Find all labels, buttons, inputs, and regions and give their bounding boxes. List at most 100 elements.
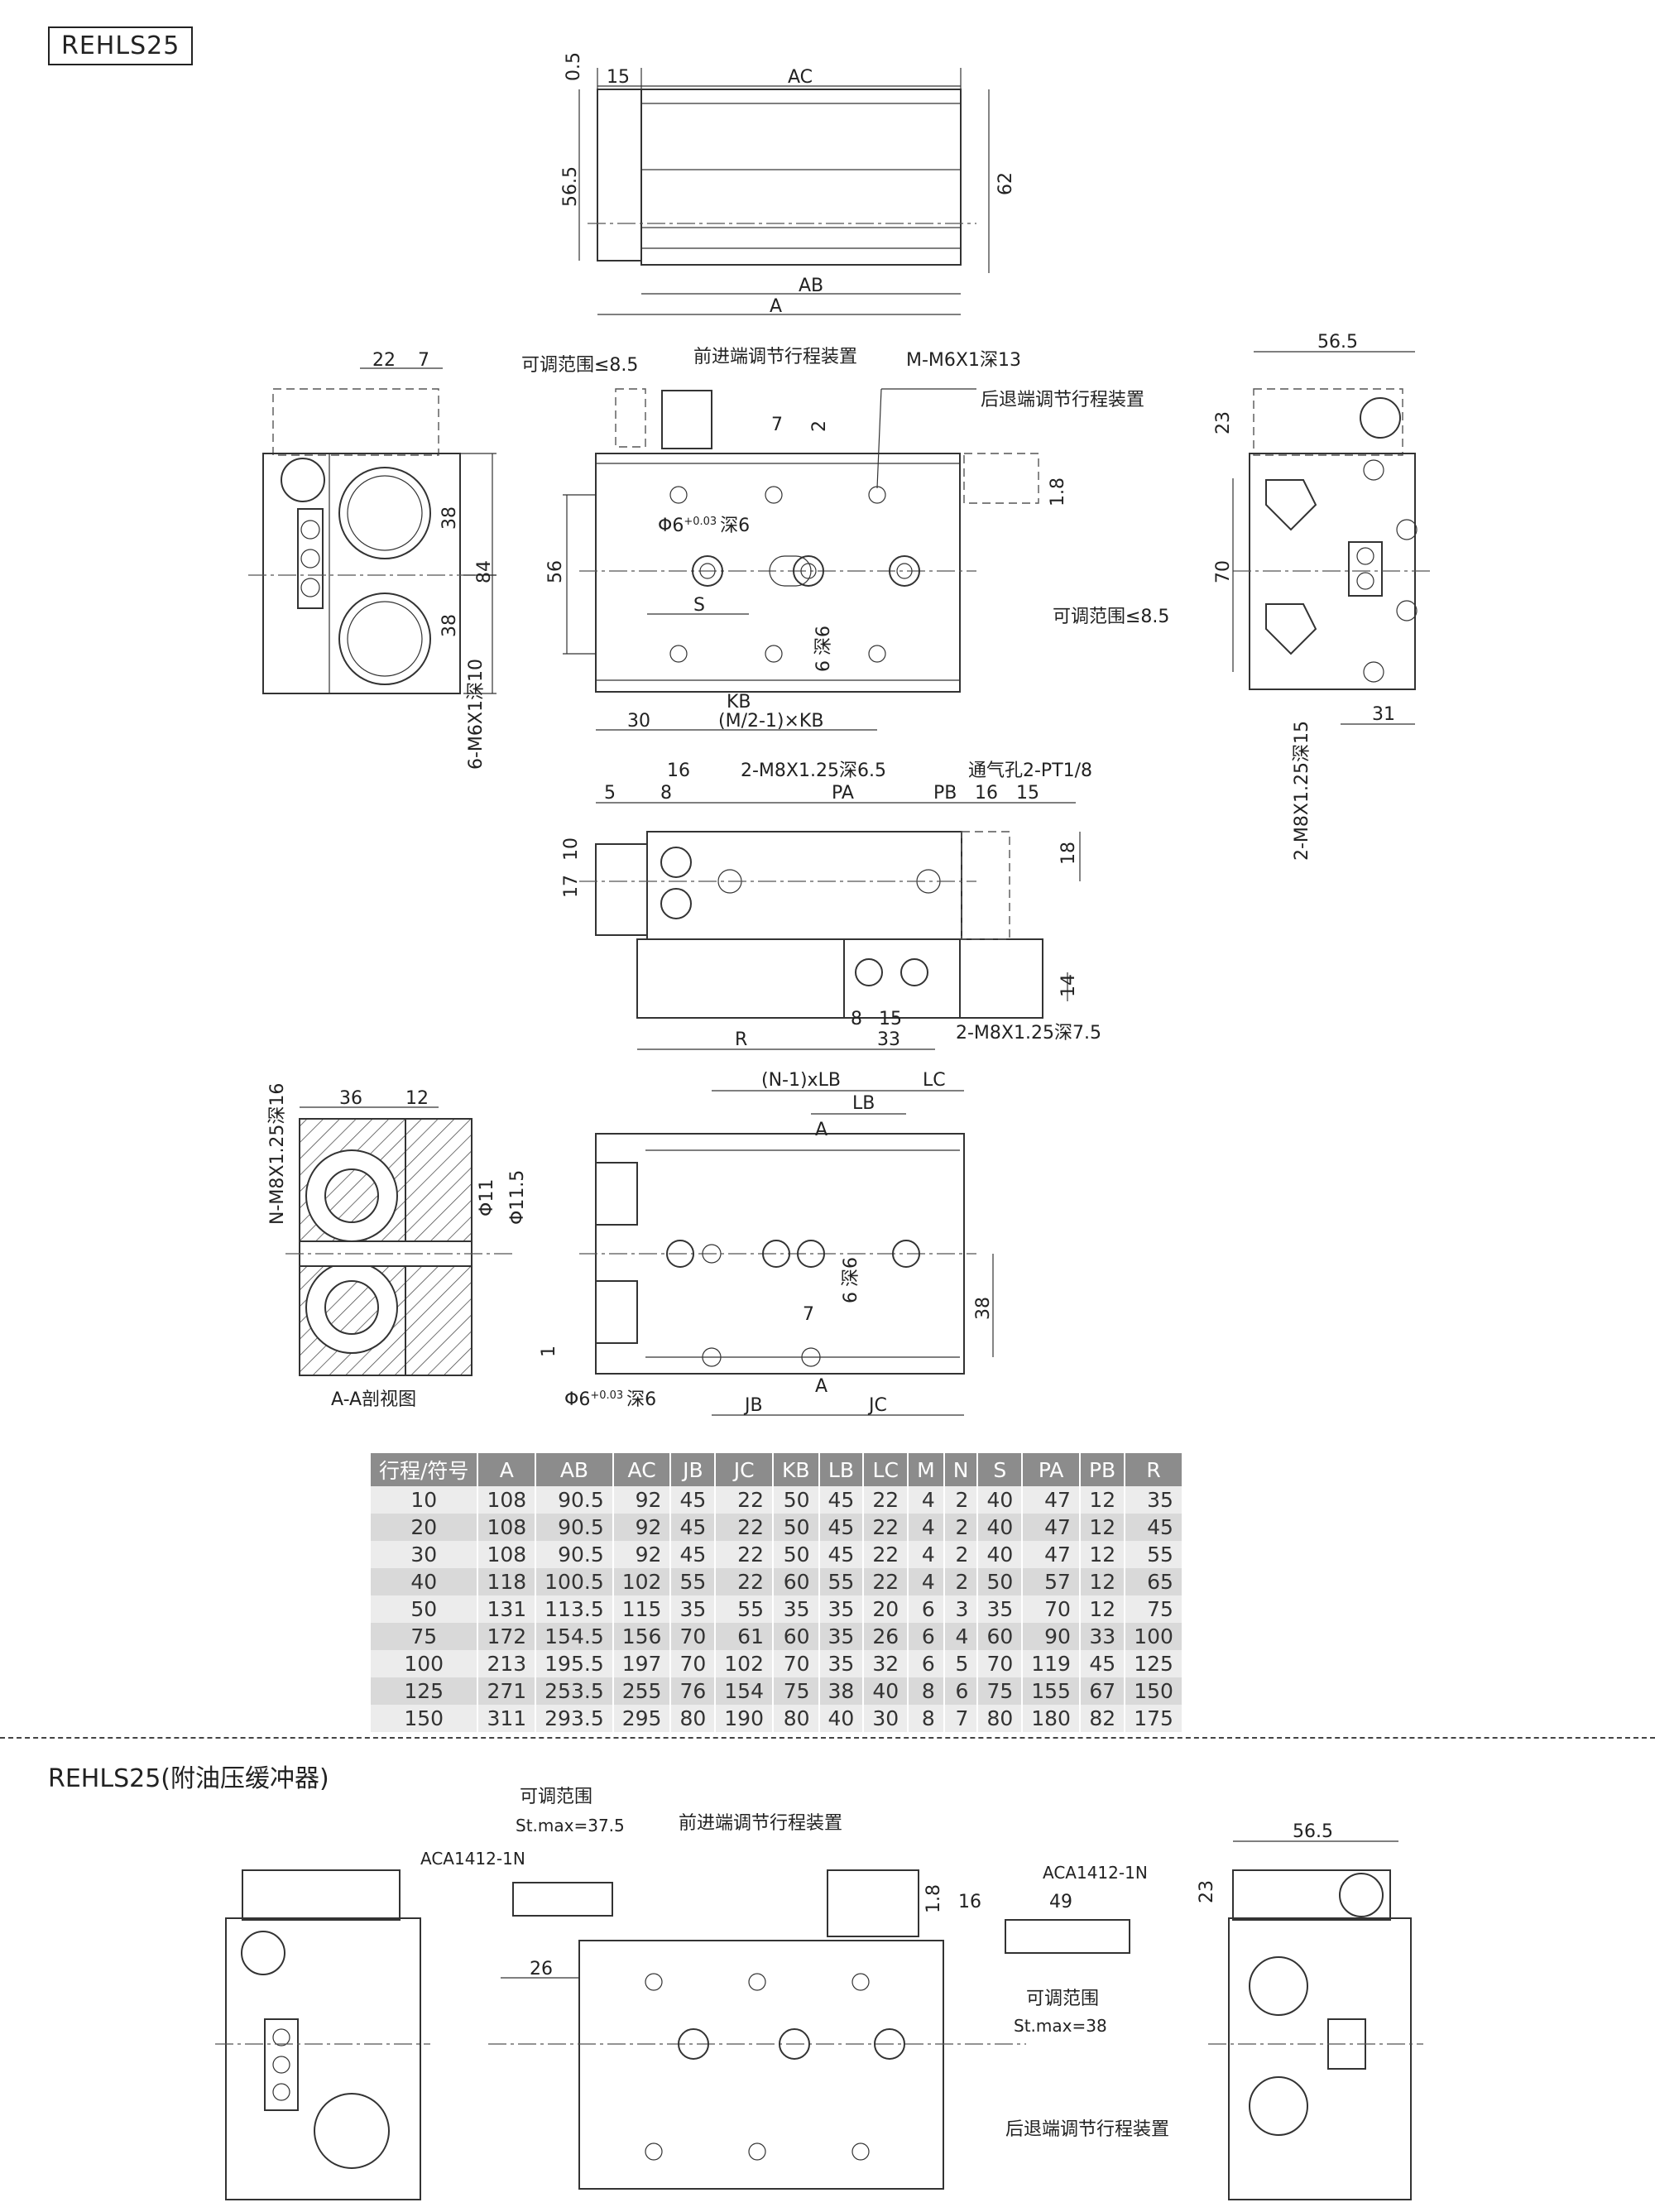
label-thread-bottom: 2-M8X1.25深7.5: [956, 1023, 1101, 1044]
table-cell: 47: [1022, 1514, 1081, 1541]
table-cell: 75: [1125, 1595, 1183, 1623]
table-cell: 125: [371, 1677, 479, 1705]
dim-1-8-abs: 1.8: [923, 1884, 944, 1913]
table-cell: 131: [477, 1595, 537, 1623]
table-cell: 35: [818, 1595, 865, 1623]
table-cell: 40: [977, 1486, 1024, 1514]
label-adjust-range-top: 可调范围≤8.5: [521, 355, 638, 376]
dim-1-8: 1.8: [1048, 477, 1068, 506]
table-cell: 40: [977, 1514, 1024, 1541]
table-cell: 80: [772, 1705, 820, 1732]
label-adjust-range-right: 可调范围≤8.5: [1053, 607, 1169, 627]
label-stmax-right: St.max=38: [1014, 2016, 1107, 2036]
table-cell: 50: [772, 1541, 820, 1568]
dim-38-bottom: 38: [973, 1297, 994, 1320]
left-end-view: 22 7 38 84 38 6-M6X1深10: [248, 350, 496, 770]
table-header-cell: JC: [715, 1453, 774, 1486]
table-cell: 20: [371, 1514, 479, 1541]
dim-jc: JC: [867, 1395, 887, 1416]
dim-62: 62: [995, 172, 1016, 195]
table-header-cell: PB: [1079, 1453, 1126, 1486]
label-2-m8-depth15: 2-M8X1.25深15: [1292, 721, 1312, 861]
dim-kb: KB: [727, 692, 751, 713]
dim-56-5-right: 56.5: [1317, 332, 1358, 353]
label-vent-port: 通气孔2-PT1/8: [968, 761, 1092, 781]
dim-10-mid: 10: [561, 837, 582, 861]
table-cell: 40: [977, 1541, 1024, 1568]
top-view: 15 AC 0.5 56.5 62 AB A: [560, 52, 1016, 317]
label-6-m6x1-depth10: 6-M6X1深10: [466, 659, 487, 770]
dim-16-abs: 16: [958, 1892, 981, 1912]
table-header-cell: N: [943, 1453, 979, 1486]
table-cell: 22: [715, 1568, 774, 1595]
table-cell: 47: [1022, 1541, 1081, 1568]
table-cell: 20: [863, 1595, 909, 1623]
dim-70: 70: [1213, 560, 1234, 583]
table-cell: 76: [670, 1677, 717, 1705]
dim-ab: AB: [799, 276, 823, 296]
table-cell: 92: [612, 1486, 672, 1514]
right-end-view: 56.5 23 70 31 2-M8X1.25深15: [1213, 332, 1432, 861]
table-cell: 154.5: [535, 1623, 614, 1650]
table-cell: 2: [943, 1568, 979, 1595]
label-rear-adjust: 后退端调节行程装置: [981, 390, 1144, 410]
table-cell: 60: [977, 1623, 1024, 1650]
dim-15: 15: [607, 67, 630, 88]
table-cell: 3: [943, 1595, 979, 1623]
table-cell: 35: [1125, 1486, 1183, 1514]
label-front-adjust: 前进端调节行程装置: [693, 347, 857, 367]
table-cell: 40: [818, 1705, 865, 1732]
table-cell: 119: [1022, 1650, 1081, 1677]
table-cell: 102: [715, 1650, 774, 1677]
dim-0-5: 0.5: [564, 52, 584, 81]
dim-7: 7: [418, 350, 429, 371]
table-cell: 75: [371, 1623, 479, 1650]
table-cell: 22: [715, 1486, 774, 1514]
table-header-cell: 行程/符号: [371, 1453, 479, 1486]
table-header-cell: M: [908, 1453, 945, 1486]
table-cell: 70: [670, 1623, 717, 1650]
table-cell: 75: [772, 1677, 820, 1705]
dim-7-bottom: 7: [803, 1304, 814, 1325]
section-separator: [0, 1737, 1655, 1739]
table-cell: 190: [715, 1705, 774, 1732]
label-absorber-right: ACA1412-1N: [1043, 1863, 1148, 1883]
table-cell: 125: [1125, 1650, 1183, 1677]
table-cell: 108: [477, 1486, 537, 1514]
absorber-right-view: 56.5 23: [1197, 1821, 1423, 2200]
table-cell: 45: [1079, 1650, 1126, 1677]
table-cell: 4: [908, 1514, 945, 1541]
dim-36-section: 36: [339, 1088, 362, 1109]
table-cell: 4: [943, 1623, 979, 1650]
label-rear-adjust-2: 后退端调节行程装置: [1005, 2119, 1169, 2140]
dim-18-mid: 18: [1058, 842, 1079, 865]
label-adjust-range-right-2: 可调范围: [1026, 1989, 1099, 2009]
table-cell: 55: [818, 1568, 865, 1595]
table-cell: 4: [908, 1486, 945, 1514]
table-cell: 12: [1079, 1568, 1126, 1595]
dim-8-mid: 8: [660, 783, 672, 804]
table-cell: 26: [863, 1623, 909, 1650]
table-cell: 213: [477, 1650, 537, 1677]
dim-5-mid: 5: [604, 783, 616, 804]
dim-15-mid: 15: [1016, 783, 1039, 804]
table-cell: 8: [908, 1677, 945, 1705]
table-cell: 75: [977, 1677, 1024, 1705]
table-cell: 45: [818, 1541, 865, 1568]
table-cell: 4: [908, 1541, 945, 1568]
table-cell: 45: [670, 1514, 717, 1541]
dim-31: 31: [1372, 704, 1395, 725]
table-cell: 30: [371, 1541, 479, 1568]
table-cell: 70: [670, 1650, 717, 1677]
dim-56-5: 56.5: [560, 166, 581, 207]
table-cell: 45: [818, 1514, 865, 1541]
table-cell: 50: [371, 1595, 479, 1623]
section-caption: A-A剖视图: [331, 1389, 416, 1410]
